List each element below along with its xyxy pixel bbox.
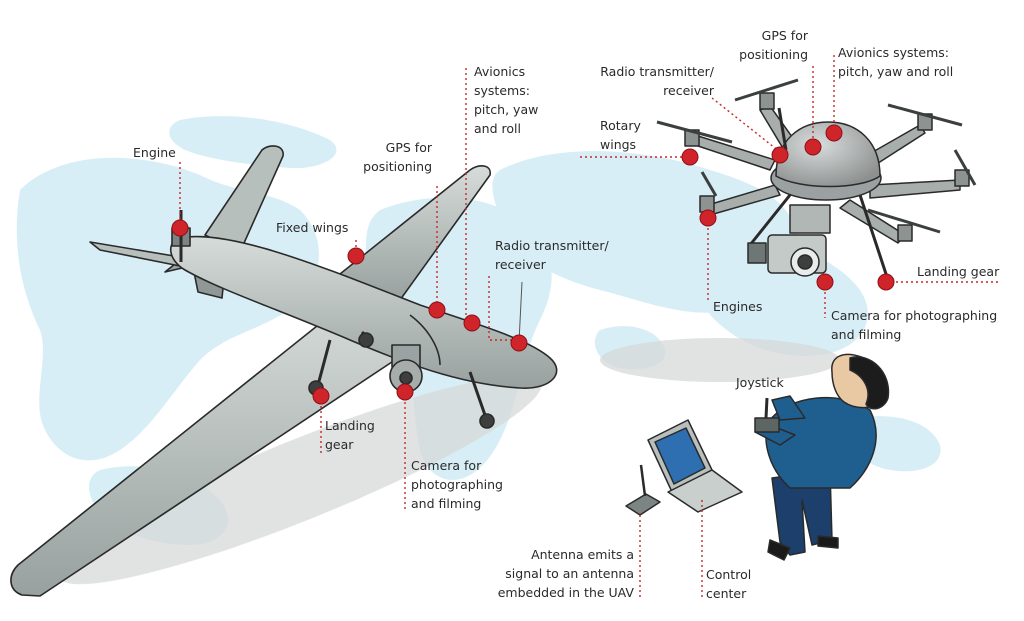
multicopter-rotor-1 <box>734 78 799 102</box>
multicopter-leg-left <box>748 194 792 246</box>
multicopter-motor-3 <box>954 169 970 187</box>
multicopter-motor-1 <box>759 92 775 110</box>
leader-lines <box>179 55 1000 598</box>
multicopter-rotor-3 <box>953 149 977 186</box>
marker-uav-radio <box>510 334 528 352</box>
label-mc-radio: Radio transmitter/ receiver <box>600 64 714 98</box>
joystick-base <box>754 417 780 433</box>
multicopter-motor-4 <box>897 224 913 242</box>
marker-uav-engine <box>171 219 189 237</box>
marker-uav-fixed-wings <box>347 247 365 265</box>
multicopter-antenna <box>777 107 788 151</box>
marker-uav-avionics <box>463 314 481 332</box>
marker-uav-gps <box>428 301 446 319</box>
marker-mc-rotary <box>681 148 699 166</box>
uav-camera-lens <box>399 371 413 385</box>
ground-station <box>625 353 890 561</box>
multicopter-leg-right <box>858 194 890 281</box>
multicopter-arm-4 <box>839 199 906 244</box>
uav-wheel-mid <box>358 332 374 348</box>
uav-gear-strut-rear <box>316 339 332 386</box>
uav-tail-fin-top <box>204 145 284 253</box>
laptop-base <box>667 469 743 513</box>
label-mc-avionics: Avionics systems: pitch, yaw and roll <box>838 45 954 79</box>
marker-mc-gps <box>804 138 822 156</box>
markers <box>171 124 895 405</box>
multicopter-rotor-2 <box>887 103 963 127</box>
uav-main-wing-right <box>329 165 491 301</box>
marker-uav-landing-gear <box>312 387 330 405</box>
operator <box>754 353 890 561</box>
label-mc-engines: Engines <box>713 299 763 314</box>
marker-mc-engines <box>699 209 717 227</box>
multicopter-rotor-6 <box>656 120 733 144</box>
multicopter-dome <box>775 121 881 188</box>
multicopter-arm-3 <box>869 179 961 199</box>
label-mc-camera: Camera for photographing and filming <box>831 308 998 342</box>
operator-hair <box>849 356 890 410</box>
fixed-wing-uav <box>10 145 558 597</box>
operator-shoe-left <box>767 539 791 561</box>
label-mc-gps: GPS for positioning <box>739 28 808 62</box>
multicopter <box>656 78 977 281</box>
leader-uav-radio <box>488 276 519 341</box>
multicopter-rotors <box>656 78 977 234</box>
multicopter-arm-6 <box>694 135 776 171</box>
label-mc-rotary: Rotary wings <box>600 118 641 152</box>
uav-camera-pod <box>389 344 423 393</box>
uav-main-wing <box>10 297 453 597</box>
marker-mc-avionics <box>825 124 843 142</box>
label-uav-gps: GPS for positioning <box>363 140 432 174</box>
operator-shoe-right <box>817 535 839 549</box>
label-uav-camera: Camera for photographing and filming <box>411 458 503 511</box>
marker-mc-radio <box>771 146 789 164</box>
label-ground-joystick: Joystick <box>736 375 784 390</box>
multicopter-camera-lens <box>797 254 813 270</box>
label-ground-control: Control center <box>706 567 752 601</box>
laptop <box>647 419 743 513</box>
label-uav-landing-gear: Landing gear <box>325 418 375 452</box>
uav-fuselage <box>170 235 558 389</box>
label-mc-landing-gear: Landing gear <box>917 264 1000 279</box>
antenna-box-body <box>625 493 661 516</box>
uav-wheel-front <box>479 413 495 429</box>
uav-gear-strut-front <box>468 371 488 419</box>
multicopter-rotor-4 <box>867 208 941 234</box>
label-uav-radio: Radio transmitter/ receiver <box>495 238 609 272</box>
leader-uav-radio-pointer <box>518 281 523 343</box>
multicopter-rotor-5 <box>700 171 718 197</box>
multicopter-camera-side <box>747 242 767 264</box>
joystick-stick <box>764 397 769 419</box>
marker-mc-camera <box>816 273 834 291</box>
multicopter-camera <box>747 204 831 277</box>
multicopter-landing-gear <box>748 194 890 281</box>
label-uav-engine: Engine <box>133 145 176 160</box>
marker-mc-landing-gear <box>877 273 895 291</box>
antenna-rod <box>639 464 647 497</box>
label-uav-fixed-wings: Fixed wings <box>276 220 349 235</box>
multicopter-shadow <box>600 338 840 382</box>
label-ground-antenna: Antenna emits a signal to an antenna emb… <box>497 547 634 600</box>
label-uav-avionics: Avionics systems: pitch, yaw and roll <box>474 64 539 136</box>
map-landmass-arctic <box>169 116 337 169</box>
marker-uav-camera <box>396 383 414 401</box>
multicopter-gimbal <box>789 204 831 234</box>
operator-torso <box>765 397 877 489</box>
operator-arm-left <box>771 395 806 421</box>
laptop-display <box>654 427 706 485</box>
uav-shadow <box>58 375 542 585</box>
antenna-box <box>625 464 661 516</box>
uav-nose-panel <box>409 314 441 366</box>
shadows <box>58 338 840 585</box>
